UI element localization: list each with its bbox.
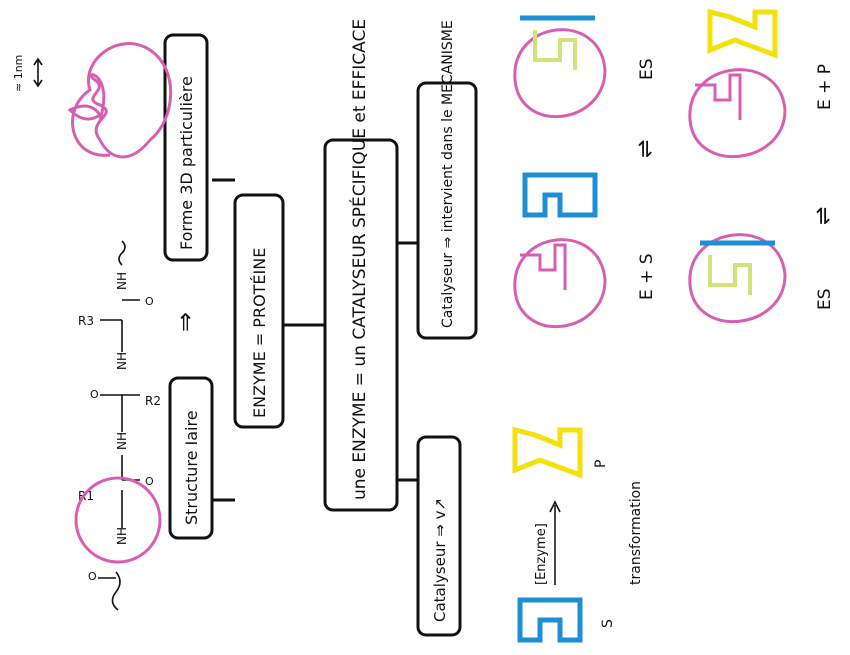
r3-label: R3 [78,314,94,328]
reaction3-eq-symbol: ⇌ [811,207,836,225]
folded-protein-drawing [67,42,173,159]
reaction2-rhs: ES [637,58,657,80]
enzyme-shape-e1 [513,238,607,328]
implication-arrow: ⇒ [171,312,199,332]
scale-label: ≈ 1nm [12,55,25,92]
substrate-shape-s2 [522,172,598,218]
residue-highlight-circle [74,476,162,564]
complex-shape-es2 [688,233,787,324]
box-enzyme-proteine-text: ENZYME = PROTÉINE [250,248,269,418]
box-cat-meca-text: Catalyseur ⇒ intervient dans le MECANISM… [440,20,456,328]
box-cat-v-text: Catalyseur ⇒ v↗ [431,498,449,622]
reaction2-eq-symbol: ⇌ [633,140,658,158]
box-structure-text: Structure Iaire [182,410,201,525]
oxygen-label-1: O [88,570,97,583]
label-s: S [600,619,616,628]
product-shape-p2 [707,8,778,59]
box-catalyseur-vitesse: Catalyseur ⇒ v↗ [416,435,462,637]
complex-shape-es1 [513,15,607,118]
peptide-chain: O NH R1 O NH O R2 NH R3 O NH [74,240,162,611]
box-center-text: une ENZYME = un CATALYSEUR SPÉCIFIQUE et… [348,19,370,500]
reaction3-rhs: E + P [815,64,835,110]
reaction3-lhs: ES [815,288,835,310]
box-structure-iaire: Structure Iaire [168,376,214,540]
reaction1-arrow: [Enzyme] transformation [534,481,644,585]
svg-text:Catalyseur ⇒ intervient dans l: Catalyseur ⇒ intervient dans le MECANISM… [440,20,456,328]
nh-label-2: NH [115,432,129,450]
box-enzyme-proteine: ENZYME = PROTÉINE [233,193,285,429]
oxygen-label-4: O [145,295,154,308]
box-forme-3d: Forme 3D particulière [163,33,209,262]
nh-label-3: NH [115,352,129,370]
substrate-shape-s: S [517,597,616,643]
label-p: P [593,460,609,468]
oxygen-label-3: O [90,388,99,401]
transformation-label: transformation [628,481,644,585]
oxygen-label-2: O [145,475,154,488]
box-forme-text: Forme 3D particulière [177,76,196,250]
nh-label-1: NH [115,527,129,545]
nh-label-4: NH [115,272,129,290]
enzyme-bracket-label: [Enzyme] [534,523,549,585]
box-enzyme-catalyseur: une ENZYME = un CATALYSEUR SPÉCIFIQUE et… [323,19,399,512]
r2-label: R2 [145,394,161,408]
scale-indicator: ≈ 1nm [12,55,43,92]
enzyme-shape-e2 [688,68,787,159]
box-catalyseur-mecanisme: Catalyseur ⇒ intervient dans le MECANISM… [416,20,478,340]
connectors [212,178,418,502]
product-shape-p: P [512,426,609,479]
reaction2-lhs: E + S [637,253,657,300]
